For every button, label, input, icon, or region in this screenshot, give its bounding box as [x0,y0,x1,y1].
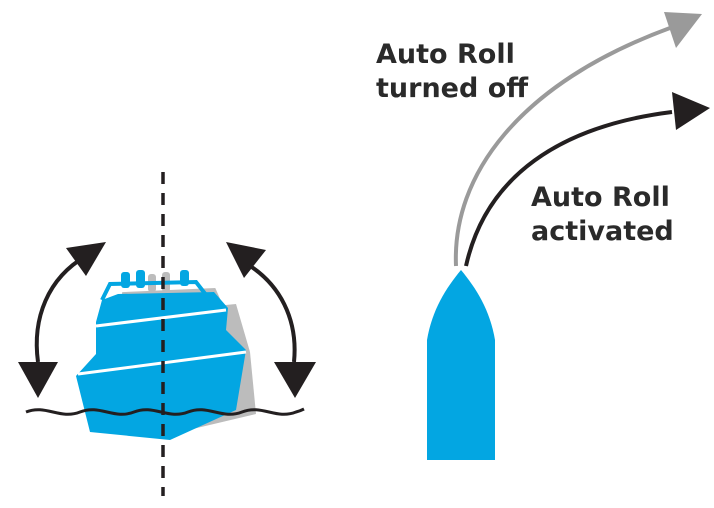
label-auto-roll-on: Auto Roll activated [531,181,674,249]
label-auto-roll-off: Auto Roll turned off [376,38,528,106]
label-auto-roll-off-line2: turned off [376,73,529,104]
roll-arrow-left-icon [18,242,106,398]
label-auto-roll-on-line1: Auto Roll [531,182,670,213]
wave-line-icon [25,407,305,416]
roll-arrow-right-icon [226,242,316,398]
boat-top-view [427,12,710,460]
course-arrow-on-icon [464,92,710,267]
course-arrow-off-icon [453,12,702,267]
label-auto-roll-off-line1: Auto Roll [376,39,515,70]
boat-front-view [18,172,316,496]
boat-front-icon [76,270,247,440]
boat-top-view-icon [427,270,495,460]
label-auto-roll-on-line2: activated [531,216,674,247]
